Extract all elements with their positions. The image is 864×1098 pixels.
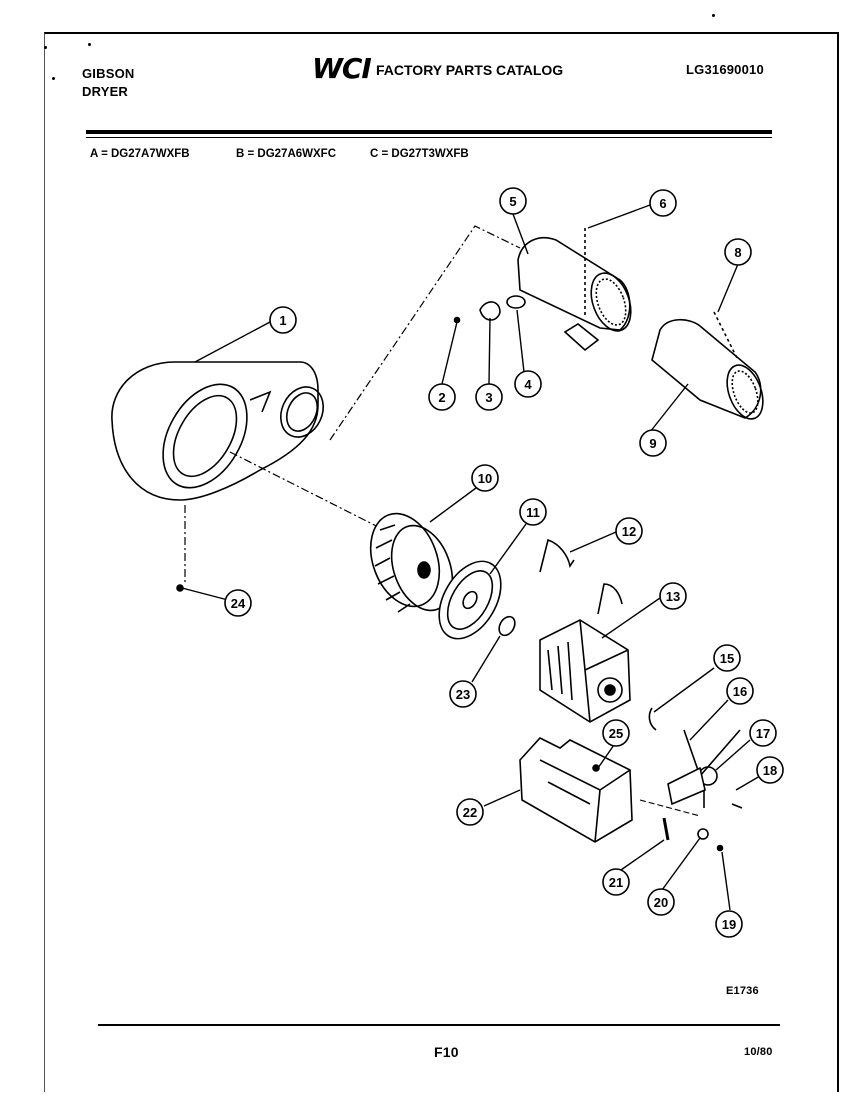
model-a: A = DG27A7WXFB (90, 148, 190, 160)
heater-duct (517, 228, 632, 352)
svg-text:9: 9 (649, 436, 656, 451)
callout-25: 25 (602, 719, 630, 747)
blower-wheel (369, 512, 454, 613)
callout-8: 8 (724, 238, 752, 266)
model-c: C = DG27T3WXFB (370, 148, 469, 160)
screw-26 (592, 764, 600, 772)
callout-3: 3 (475, 383, 503, 411)
callout-19: 19 (715, 910, 743, 938)
callout-9: 9 (639, 429, 667, 457)
motor-clip (539, 538, 575, 573)
motor (539, 619, 631, 723)
svg-text:8: 8 (734, 245, 741, 260)
svg-text:5: 5 (509, 194, 516, 209)
callout-4: 4 (514, 370, 542, 398)
svg-text:13: 13 (666, 589, 680, 604)
svg-text:2: 2 (438, 390, 445, 405)
wci-logo: WCI (312, 52, 372, 85)
callout-5: 5 (499, 187, 527, 215)
svg-text:1: 1 (279, 313, 286, 328)
svg-text:18: 18 (763, 763, 777, 778)
svg-text:19: 19 (722, 917, 736, 932)
callout-20: 20 (647, 888, 675, 916)
nut-21 (697, 828, 709, 840)
header-rule-thin (86, 137, 772, 138)
revision-date: 10/80 (744, 1046, 773, 1058)
svg-text:22: 22 (463, 805, 477, 820)
figure-code: E1736 (726, 985, 759, 997)
header-rule (86, 130, 772, 134)
callout-10: 10 (471, 464, 499, 492)
callout-23: 23 (449, 680, 477, 708)
svg-text:12: 12 (622, 524, 636, 539)
svg-text:24: 24 (231, 596, 246, 611)
motor-mount (519, 737, 633, 843)
callout-12: 12 (615, 517, 643, 545)
callout-24: 24 (224, 589, 252, 617)
svg-text:6: 6 (659, 196, 666, 211)
ring (498, 615, 516, 637)
svg-text:17: 17 (756, 726, 770, 741)
svg-text:25: 25 (609, 726, 623, 741)
product-type: DRYER (82, 84, 129, 99)
svg-text:3: 3 (485, 390, 492, 405)
callout-18: 18 (756, 756, 784, 784)
callouts: 1 2 3 4 5 6 8 9 10 11 12 13 15 16 17 18 … (0, 0, 784, 938)
catalog-title: FACTORY PARTS CATALOG (376, 62, 564, 78)
svg-text:4: 4 (524, 377, 532, 392)
callout-6: 6 (649, 189, 677, 217)
svg-text:15: 15 (720, 651, 734, 666)
catalog-number: LG31690010 (686, 62, 764, 77)
svg-text:16: 16 (733, 684, 747, 699)
footer-rule (98, 1024, 780, 1026)
leader-lines (181, 204, 761, 911)
callout-1: 1 (269, 306, 297, 334)
callout-22: 22 (456, 798, 484, 826)
callout-11: 11 (519, 498, 547, 526)
svg-text:21: 21 (609, 875, 623, 890)
heater-element (651, 311, 764, 420)
callout-15: 15 (713, 644, 741, 672)
page-frame (44, 32, 839, 1092)
svg-text:11: 11 (526, 505, 540, 520)
screw-20 (716, 844, 724, 852)
svg-text:23: 23 (456, 687, 470, 702)
callout-26: 26 (0, 0, 14, 3)
callout-17: 17 (749, 719, 777, 747)
callout-2: 2 (428, 383, 456, 411)
callout-16: 16 (726, 677, 754, 705)
callout-21: 21 (602, 868, 630, 896)
motor-clip-2 (597, 583, 623, 615)
spring-22 (662, 817, 670, 841)
switch-assembly (648, 707, 743, 809)
blower-housing (111, 361, 324, 501)
model-b: B = DG27A6WXFC (236, 148, 337, 160)
callout-13: 13 (659, 582, 687, 610)
brand-name: GIBSON (82, 66, 135, 81)
svg-text:20: 20 (654, 895, 668, 910)
svg-text:10: 10 (478, 471, 492, 486)
page-number: F10 (434, 1044, 459, 1060)
seal-disc (438, 560, 502, 640)
